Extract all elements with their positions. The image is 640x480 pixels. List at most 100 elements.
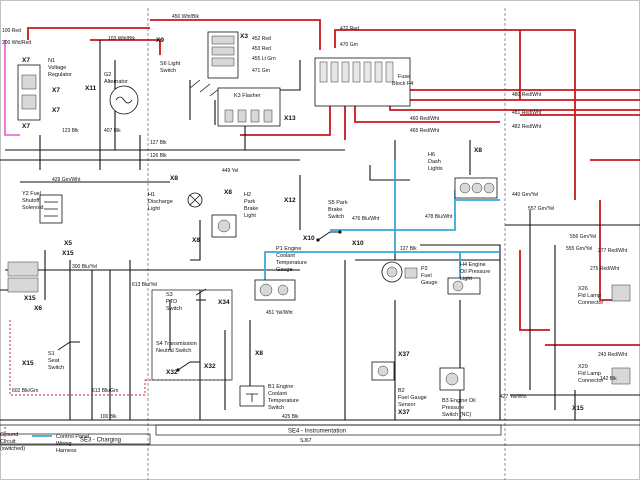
ground-wires bbox=[0, 40, 640, 421]
x32-label-b: X32 bbox=[204, 363, 216, 370]
legend-harness-3: Harness bbox=[56, 448, 77, 454]
x11-label: X11 bbox=[85, 85, 97, 92]
x6-label: X6 bbox=[34, 305, 42, 312]
p2-label-1: P2 bbox=[421, 266, 428, 272]
wire-tag: 275 Red/Wht bbox=[590, 266, 620, 272]
p2-label-3: Gauge bbox=[421, 280, 438, 286]
b1-label-4: Switch bbox=[268, 405, 284, 411]
y2-label-2: Shutoff bbox=[22, 198, 40, 204]
x3-label: X3 bbox=[240, 33, 248, 40]
x8-label-b: X8 bbox=[192, 237, 200, 244]
wire-tag: 453 Red bbox=[252, 46, 271, 52]
section-titles: SE3 - Charging SE4 - Instrumentation SJ6… bbox=[0, 424, 502, 445]
x26-label-2: Fld Lamp bbox=[578, 293, 601, 299]
wire-tag: 455 Lt Grn bbox=[252, 56, 276, 62]
g2-label-2: Alternator bbox=[104, 79, 128, 85]
section-title-charging: SE3 - Charging bbox=[80, 438, 121, 444]
connector-x15: X15 X15 X15 bbox=[7, 250, 584, 412]
alternator: G2 Alternator X11 bbox=[85, 72, 139, 115]
fuse-block-label-1: Fuse bbox=[398, 74, 410, 80]
fuse-block-label-2: Block F4 bbox=[392, 81, 413, 87]
x15-label-b: X15 bbox=[24, 295, 36, 302]
flasher-k3: K3 Flasher X13 bbox=[217, 87, 296, 127]
x7-label-b: X7 bbox=[22, 123, 30, 130]
wire-tag: 407 Blk bbox=[104, 128, 121, 134]
wire-tag: 478 Blu/Wht bbox=[425, 214, 453, 220]
x15-label-d: X15 bbox=[22, 360, 34, 367]
x29-label-1: X29 bbox=[578, 364, 588, 370]
wire-tag: 429 Grn/Wht bbox=[52, 177, 81, 183]
s1-label-1: S1 bbox=[48, 351, 55, 357]
x29-label-2: Fld Lamp bbox=[578, 371, 601, 377]
legend: Ground Circuit (switched) Control Panel … bbox=[0, 427, 89, 454]
x26-label-3: Connector bbox=[578, 300, 604, 306]
dash-lights-h6: H6 Dash Lights X8 bbox=[428, 147, 498, 199]
fuel-gauge-p2: P2 Fuel Gauge bbox=[381, 261, 438, 286]
wire-tag: 451 Yel/Wht bbox=[266, 310, 293, 316]
wire-tag: 556 Grn/Yel bbox=[570, 234, 596, 240]
s4-label-1: S4 Transmission bbox=[156, 341, 197, 347]
instrument-harness bbox=[264, 160, 500, 285]
page-number: SJ67 bbox=[300, 438, 312, 444]
h4-label-2: Oil Pressure bbox=[460, 269, 490, 275]
s3-label-1: S3 bbox=[166, 292, 173, 298]
s1-label-2: Seat bbox=[48, 358, 60, 364]
wire-tag: 557 Grn/Yel bbox=[528, 206, 554, 212]
x13-label: X13 bbox=[284, 115, 296, 122]
x10-label-b: X10 bbox=[352, 240, 364, 247]
b2-label-3: Sensor bbox=[398, 402, 416, 408]
b3-label-1: B3 Engine Oil bbox=[442, 398, 476, 404]
x29-label-3: Connector bbox=[578, 378, 604, 384]
wire-tag: 243 Red/Wht bbox=[598, 352, 628, 358]
h6-label-1: H6 bbox=[428, 152, 435, 158]
x15-label-c: X15 bbox=[572, 405, 584, 412]
b1-label-2: Coolant bbox=[268, 391, 287, 397]
s6-label-1: S6 Light bbox=[160, 61, 181, 67]
coolant-temperature-gauge-p1: P1 Engine Coolant Temperature Gauge bbox=[254, 246, 307, 301]
b2-label-2: Fuel Gauge bbox=[398, 395, 427, 401]
y2-label-3: Solenoid bbox=[22, 205, 43, 211]
x34-label: X34 bbox=[218, 299, 230, 306]
wire-tags: 450 Wht/Blk 100 Red 200 Wht/Red 103 Wht/… bbox=[2, 14, 628, 420]
pto-switch-s3: S3 PTO Switch X34 bbox=[151, 288, 233, 381]
s3-label-2: PTO bbox=[166, 299, 178, 305]
wire-tag: 449 Yel bbox=[222, 168, 238, 174]
s5-label-1: S5 Park bbox=[328, 200, 348, 206]
switched-ground-wires bbox=[9, 320, 230, 396]
p1-label-3: Temperature bbox=[276, 260, 307, 266]
p1-label-2: Coolant bbox=[276, 253, 295, 259]
field-lamp-connector-x26: X26 Fld Lamp Connector bbox=[578, 284, 631, 306]
wire-tag: 142 Blk bbox=[600, 376, 617, 382]
pink-wires bbox=[4, 40, 20, 136]
s5-label-3: Switch bbox=[328, 214, 344, 220]
park-brake-switch-s5: S5 Park Brake Switch X10 X10 bbox=[303, 200, 364, 247]
wire-tag: 482 Red/Wht bbox=[512, 124, 542, 130]
oil-pressure-switch-b3: B3 Engine Oil Pressure Switch (NC) bbox=[439, 367, 476, 418]
b2-label-1: B2 bbox=[398, 388, 405, 394]
h2-label-1: H2 bbox=[244, 192, 251, 198]
wire-tag: 460 Red/Wht bbox=[410, 116, 440, 122]
p1-label-4: Gauge bbox=[276, 267, 293, 273]
h2-label-4: Light bbox=[244, 213, 256, 219]
wire-tag: 481 Red/Wht bbox=[512, 110, 542, 116]
neutral-switch-s4: S4 Transmission Neutral Switch X32 X32 bbox=[156, 341, 216, 376]
x8-label-c: X8 bbox=[224, 189, 232, 196]
wire-tag: 480 Red/Wht bbox=[512, 92, 542, 98]
wire-tag: 476 Blu/Wht bbox=[352, 216, 380, 222]
x8-label-a: X8 bbox=[170, 175, 178, 182]
x10-label-a: X10 bbox=[303, 235, 315, 242]
b3-label-3: Switch (NC) bbox=[442, 412, 472, 418]
wire-tag: 103 Wht/Blk bbox=[108, 36, 135, 42]
s3-label-3: Switch bbox=[166, 306, 182, 312]
legend-ground-1: Ground bbox=[0, 432, 18, 438]
wire-tag: 613 Blk/Grn bbox=[92, 388, 119, 394]
x7-label-a: X7 bbox=[22, 57, 30, 64]
wire-tag: 440 Grn/Yel bbox=[512, 192, 538, 198]
h1-label-3: Light bbox=[148, 206, 160, 212]
x7-label-d: X7 bbox=[52, 107, 60, 114]
park-brake-light-h2: H2 Park Brake Light X8 X12 bbox=[211, 189, 296, 238]
voltage-regulator: X7 X7 X7 X7 N1 Voltage Regulator bbox=[17, 57, 72, 130]
h1-label-1: H1 bbox=[148, 192, 155, 198]
x5-label: X5 bbox=[64, 240, 72, 247]
